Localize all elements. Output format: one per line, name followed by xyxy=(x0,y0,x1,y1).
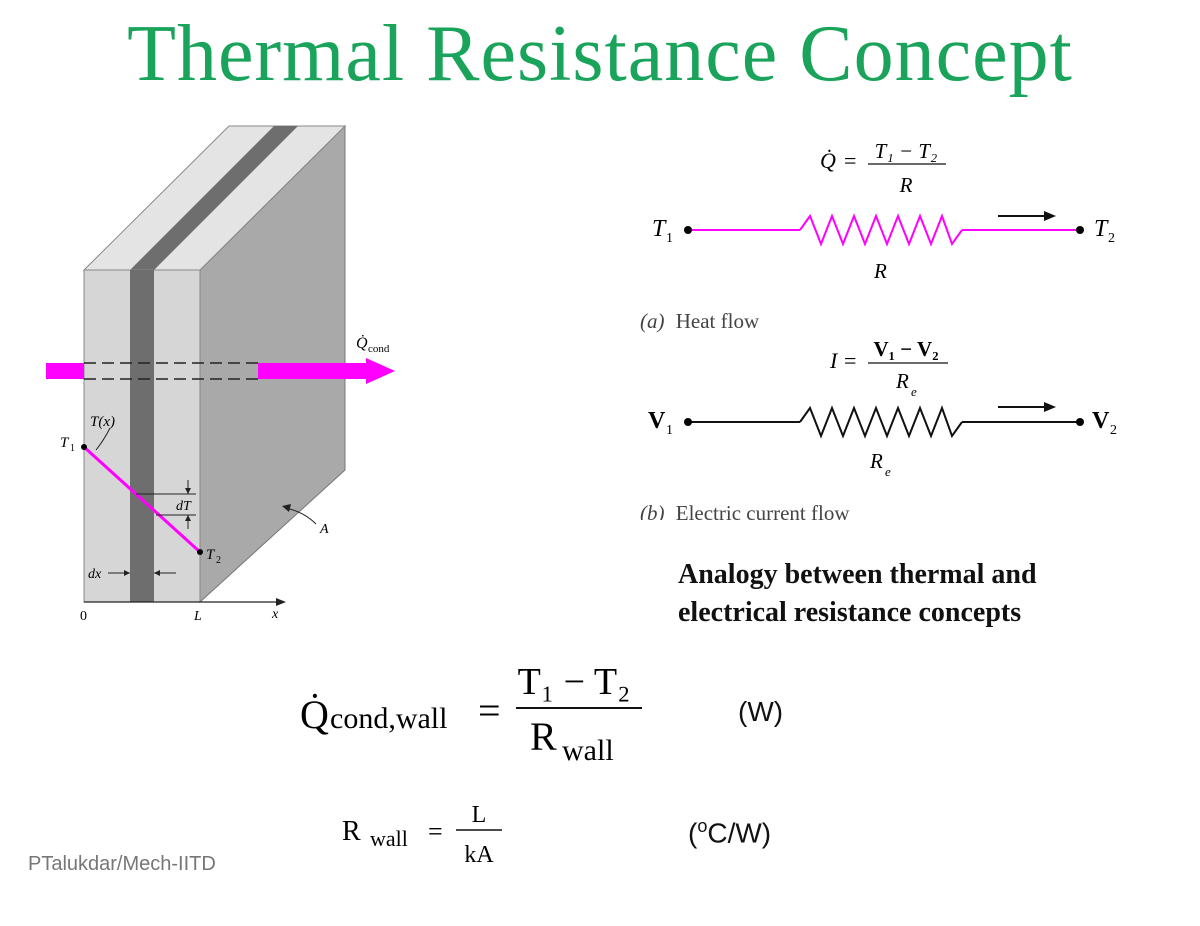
elec-node-right-label: V xyxy=(1092,408,1110,434)
elec-node-left-label: V xyxy=(648,408,666,434)
temperature-profile-leader xyxy=(95,427,111,451)
heat-flow-arrow-body xyxy=(258,363,366,379)
heat-caption: (a) Heat flow xyxy=(640,309,760,333)
wall-top-strip xyxy=(130,126,298,270)
heat-node-right-label-sub: 2 xyxy=(1108,231,1115,246)
footer-credit: PTalukdar/Mech-IITD xyxy=(28,853,216,875)
eq1-equals: = xyxy=(478,688,501,733)
temperature-profile-line xyxy=(82,445,202,554)
dx-label: dx xyxy=(88,567,102,582)
eq2-denominator: kA xyxy=(464,842,494,868)
origin-label: 0 xyxy=(80,609,87,624)
heat-flow-arrow-tail xyxy=(46,363,84,379)
heat-resistor-label: R xyxy=(873,259,887,283)
elec-eq-denominator-sub: e xyxy=(911,384,917,399)
elec-resistor-label-sub: e xyxy=(885,464,891,479)
eq2-equals: = xyxy=(428,817,443,846)
eq2-unit-degree: o xyxy=(697,816,708,836)
eq1-denominator-sub: wall xyxy=(562,734,614,767)
eq2-lhs-sub: wall xyxy=(370,826,408,851)
heat-eq-numerator: T₁ − T₂ xyxy=(875,139,938,163)
elec-eq-current: I xyxy=(829,348,839,373)
L-label: L xyxy=(193,609,202,624)
heat-node-right-label: T xyxy=(1094,216,1109,242)
heat-flow-arrow-head xyxy=(366,358,395,384)
t2-point xyxy=(197,549,203,555)
dx-arrowhead-right xyxy=(154,570,160,576)
analogy-caption-line1: Analogy between thermal and xyxy=(678,559,1037,590)
eq1-unit: (W) xyxy=(738,696,784,727)
heat-node-left-label: T xyxy=(652,216,667,242)
area-label: A xyxy=(319,522,329,537)
t2-label-sub: 2 xyxy=(216,555,221,566)
eq1-lhs-sub: cond,wall xyxy=(330,702,447,735)
dT-label: dT xyxy=(176,499,192,514)
elec-eq-numerator: V₁ − V₂ xyxy=(873,337,938,361)
elec-circuit-resistor xyxy=(799,405,963,439)
eq2-numerator: L xyxy=(472,802,487,828)
x-axis-label: x xyxy=(271,607,279,622)
elec-node-left xyxy=(684,418,692,426)
area-leader-arrowhead xyxy=(282,504,291,512)
flux-label: Q̇ xyxy=(356,334,368,352)
t1-label-sub: 1 xyxy=(70,443,75,454)
heat-eq-qdot: Q̇ xyxy=(820,148,836,173)
eq1-lhs: Q̇ xyxy=(300,692,329,737)
elec-caption: (b) Electric current flow xyxy=(640,501,850,520)
elec-eq-equals: = xyxy=(844,348,856,373)
eq2-unit: (oC/W) xyxy=(688,816,771,849)
heat-flow-direction-arrowhead xyxy=(1044,211,1056,221)
analogy-caption: Analogy between thermal and electrical r… xyxy=(678,556,1158,632)
equation-heat-rate: Q̇ cond,wall = T₁ − T₂ R wall xyxy=(300,661,642,767)
dx-arrowhead-left xyxy=(124,570,130,576)
heat-eq-equals: = xyxy=(844,148,856,173)
eq2-unit-open: ( xyxy=(688,817,698,849)
elec-node-right-label-sub: 2 xyxy=(1110,423,1117,438)
dT-arrowhead-top xyxy=(185,488,191,494)
heat-node-right xyxy=(1076,226,1084,234)
heat-node-left xyxy=(684,226,692,234)
t1-label: T xyxy=(60,435,70,451)
elec-node-right xyxy=(1076,418,1084,426)
slide-title: Thermal Resistance Concept xyxy=(127,10,1073,98)
heat-node-left-label-sub: 1 xyxy=(666,231,673,246)
elec-node-left-label-sub: 1 xyxy=(666,423,673,438)
flux-label-sub: cond xyxy=(368,343,390,355)
wall-slab-dx xyxy=(130,270,154,602)
equation-wall-resistance: R wall = L kA xyxy=(342,802,502,868)
eq1-denominator: R xyxy=(530,714,557,759)
dT-arrowhead-bottom xyxy=(185,515,191,521)
analogy-caption-line2: electrical resistance concepts xyxy=(678,597,1022,628)
x-axis-arrowhead xyxy=(276,598,286,606)
eq2-lhs: R xyxy=(342,816,361,847)
eq1-numerator: T₁ − T₂ xyxy=(518,661,631,703)
elec-eq-denominator: R xyxy=(895,369,909,393)
elec-resistor-label: R xyxy=(869,449,883,473)
eq2-unit-rest: C/W) xyxy=(707,817,772,849)
plane-wall-diagram: Q̇ cond T(x) T 1 T 2 dT dx A 0 L x xyxy=(46,124,395,624)
analogy-circuits: Q̇ = T₁ − T₂ R T 1 T 2 R (a) Heat flow I… xyxy=(640,139,1117,520)
t1-point xyxy=(81,444,87,450)
heat-circuit-resistor xyxy=(799,213,963,247)
t2-label: T xyxy=(206,547,216,563)
current-direction-arrowhead xyxy=(1044,402,1056,412)
heat-eq-denominator: R xyxy=(899,173,913,197)
temperature-profile-label: T(x) xyxy=(90,414,115,430)
